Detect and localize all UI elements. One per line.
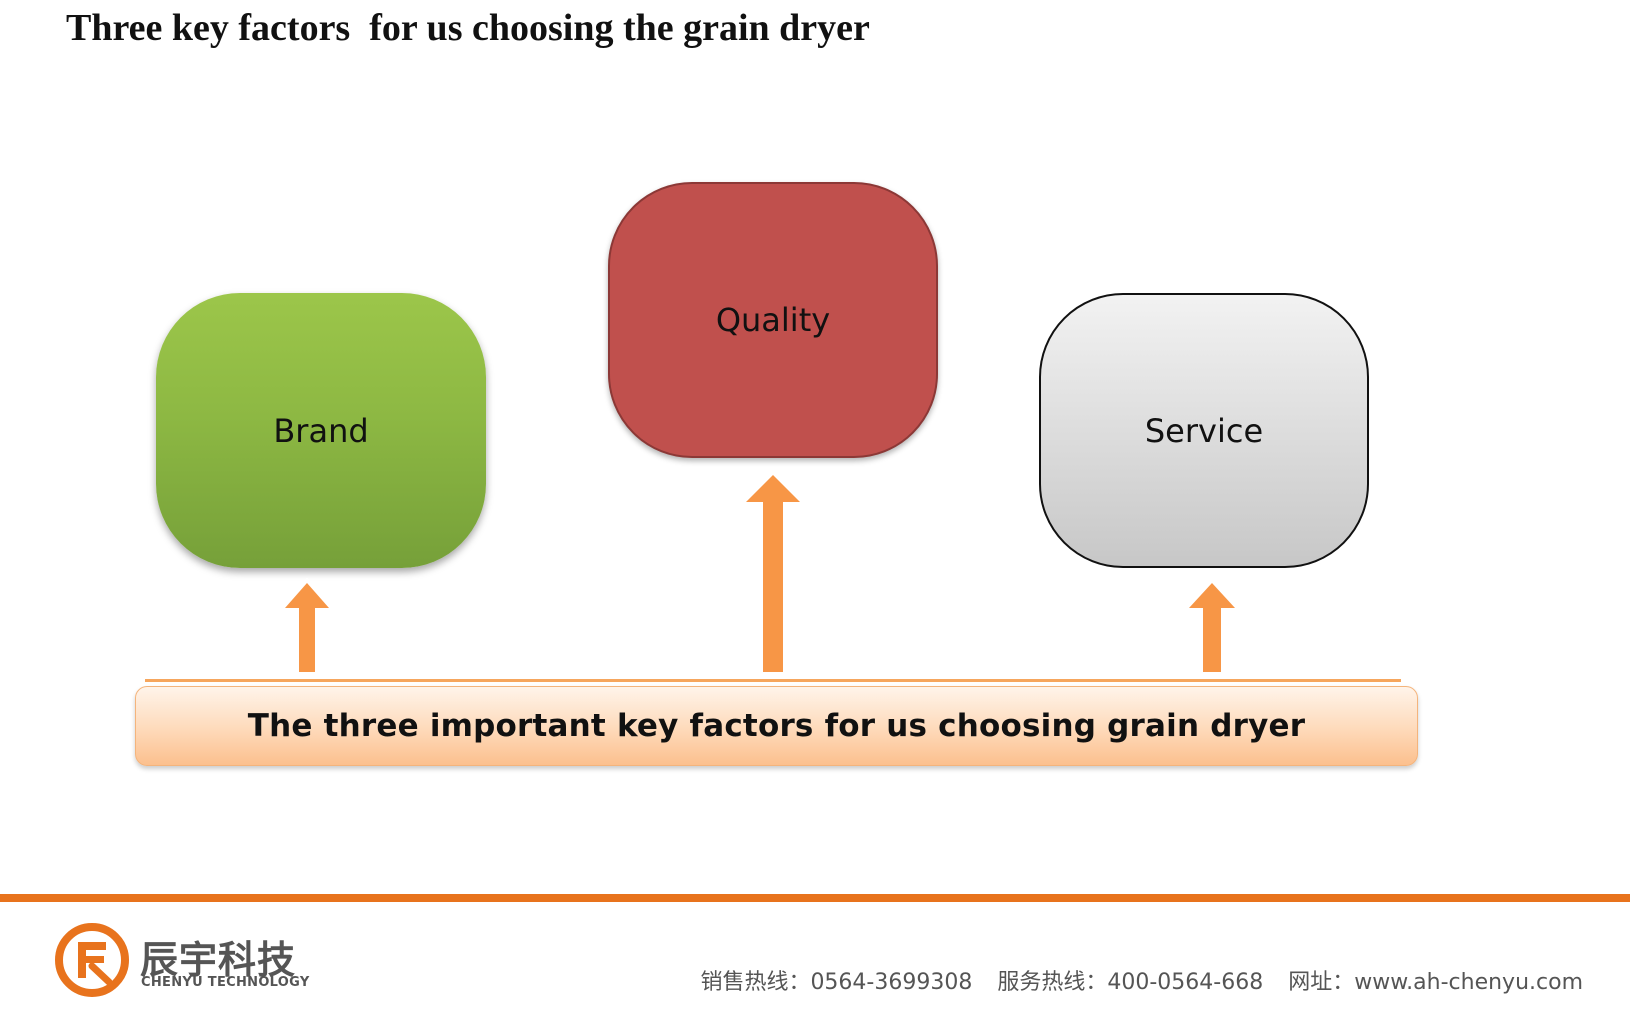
sales-hotline: 销售热线：0564-3699308 (700, 970, 973, 995)
arrow-up-icon-quality (740, 470, 806, 676)
base-banner: The three important key factors for us c… (135, 686, 1418, 766)
company-name-cn: 辰宇科技 (140, 938, 297, 982)
arrow-up-icon-service (1183, 578, 1241, 676)
factor-label-quality: Quality (715, 301, 831, 339)
company-logo-icon (55, 923, 129, 997)
factor-label-brand: Brand (273, 411, 369, 450)
factor-box-brand: Brand (156, 293, 486, 568)
base-divider (145, 679, 1401, 682)
service-hotline: 服务热线：400-0564-668 (997, 970, 1264, 995)
company-name-en: CHENYU TECHNOLOGY (141, 975, 310, 990)
factor-box-service: Service (1039, 293, 1369, 568)
footer-contact: 销售热线：0564-3699308 服务热线：400-0564-668 网址：w… (682, 964, 1583, 996)
arrow-up-icon-brand (279, 578, 335, 676)
footer-divider (0, 894, 1630, 902)
factor-label-service: Service (1144, 411, 1264, 450)
base-banner-text: The three important key factors for us c… (247, 708, 1306, 744)
slide-title: Three key factors for us choosing the gr… (66, 7, 870, 49)
factor-box-quality: Quality (608, 182, 938, 458)
website-link[interactable]: 网址：www.ah-chenyu.com (1288, 970, 1583, 995)
